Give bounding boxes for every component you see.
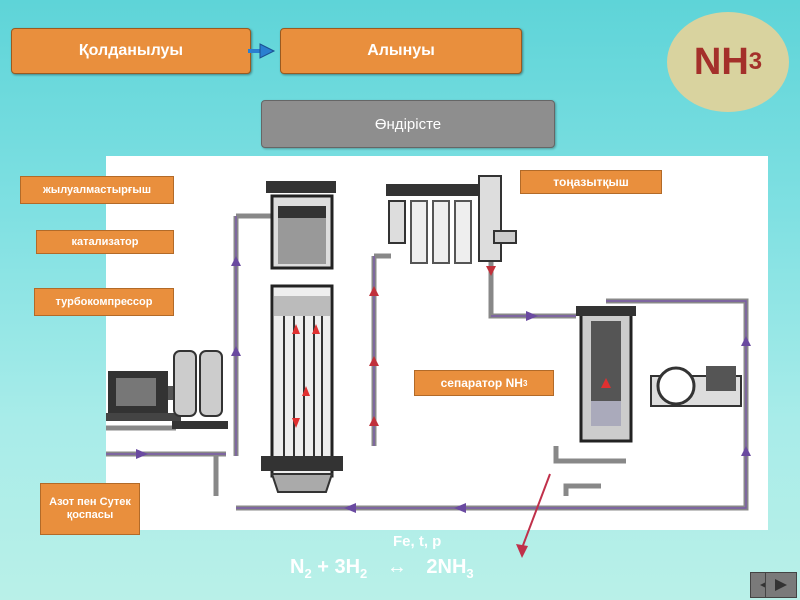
synthesis-column: [261, 181, 343, 493]
h2-text: + 3H: [311, 556, 361, 578]
turbocompressor-label[interactable]: турбокомпрессор: [34, 288, 174, 316]
next-slide-button[interactable]: [765, 572, 797, 598]
circulation-compressor: [650, 366, 742, 407]
catalyst-text: катализатор: [71, 235, 139, 248]
ondiriste-label: Өндірісте: [374, 115, 442, 133]
pointer-arrow-icon: [516, 473, 551, 558]
separator-sub: 3: [522, 378, 528, 388]
qoldanyluy-button[interactable]: Қолданылуы: [11, 28, 251, 74]
heat-exchanger-text: жылуалмастырғыш: [43, 183, 151, 196]
reaction-equation: N2 + 3H2 ↔ 2NH3: [290, 556, 474, 581]
h2-sub: 2: [360, 566, 368, 581]
badge-text: NH: [693, 40, 749, 83]
separator-text: сепаратор NH: [440, 375, 523, 390]
cooler-unit: [386, 175, 517, 264]
n2-text: N: [290, 556, 305, 578]
turbocompressor-machine: [106, 371, 182, 421]
cooler-text: тоңазытқыш: [553, 174, 629, 189]
badge-sub: 3: [748, 48, 763, 75]
play-icon: [775, 579, 787, 591]
alynuy-label: Алынуы: [367, 42, 435, 59]
ammonia-plant-diagram: [106, 156, 768, 530]
alynuy-button[interactable]: Алынуы: [280, 28, 522, 74]
plant-schematic: [106, 175, 751, 513]
heat-exchanger-unit: [172, 350, 228, 429]
equilibrium-arrow: ↔: [386, 556, 407, 578]
catalyst-label[interactable]: катализатор: [36, 230, 174, 254]
product-sub: 3: [466, 566, 474, 581]
product-text: 2NH: [426, 556, 467, 578]
qoldanyluy-label: Қолданылуы: [78, 42, 184, 59]
mixture-text: Азот пен Сутек қоспасы: [49, 496, 131, 521]
n2-sub: 2: [304, 566, 312, 581]
reaction-conditions: Fe, t, p: [393, 533, 442, 550]
heat-exchanger-label[interactable]: жылуалмастырғыш: [20, 176, 174, 204]
ondiriste-button[interactable]: Өндірісте: [261, 100, 555, 148]
cooler-label[interactable]: тоңазытқыш: [520, 170, 662, 194]
separator-unit: [576, 306, 636, 443]
mixture-label[interactable]: Азот пен Сутек қоспасы: [40, 483, 140, 535]
arrow-right-icon: [248, 43, 276, 59]
turbocompressor-text: турбокомпрессор: [55, 295, 153, 308]
